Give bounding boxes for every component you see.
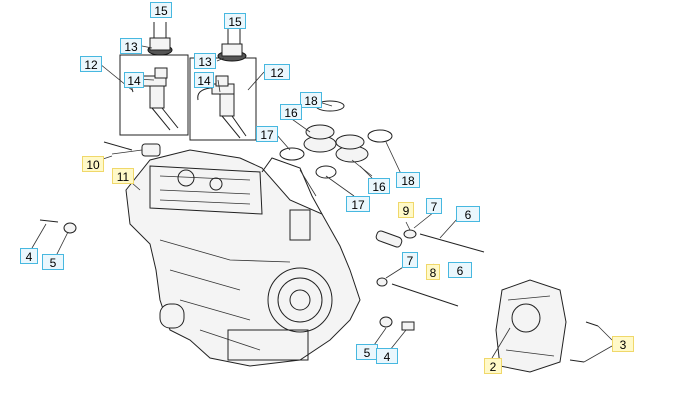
callout-4-bottom[interactable]: 4 (376, 348, 398, 364)
callout-14-left[interactable]: 14 (124, 72, 144, 88)
engine-block (125, 149, 361, 367)
right-coil-assembly (189, 28, 257, 141)
callout-18-bottom[interactable]: 18 (396, 172, 420, 188)
callout-17-bottom[interactable]: 17 (346, 196, 370, 212)
callout-11[interactable]: 11 (112, 168, 134, 184)
callout-16-top[interactable]: 16 (280, 104, 302, 120)
callout-3[interactable]: 3 (612, 336, 634, 352)
cylinder-head-pins (103, 141, 161, 157)
callout-5-left[interactable]: 5 (42, 254, 64, 270)
callout-16-bottom[interactable]: 16 (368, 178, 390, 194)
callout-14-right[interactable]: 14 (194, 72, 214, 88)
callout-13-right[interactable]: 13 (194, 53, 216, 69)
callout-13-left[interactable]: 13 (120, 38, 142, 54)
callout-17-top[interactable]: 17 (256, 126, 278, 142)
callout-5-bottom[interactable]: 5 (356, 344, 378, 360)
callout-4-left[interactable]: 4 (20, 248, 38, 264)
callout-7-bottom[interactable]: 7 (402, 252, 418, 268)
callout-15-right[interactable]: 15 (224, 13, 246, 29)
callout-6-top[interactable]: 6 (456, 206, 480, 222)
callout-18-top[interactable]: 18 (300, 92, 322, 108)
callout-2[interactable]: 2 (484, 358, 502, 374)
mounting-hardware (39, 219, 485, 331)
callout-10[interactable]: 10 (82, 156, 104, 172)
sprocket-cover (495, 279, 613, 373)
callout-7-top[interactable]: 7 (426, 198, 442, 214)
callout-6-bottom[interactable]: 6 (448, 262, 472, 278)
callout-8[interactable]: 8 (426, 264, 440, 280)
callout-9[interactable]: 9 (398, 202, 414, 218)
callout-15-left[interactable]: 15 (150, 2, 172, 18)
callout-12-left[interactable]: 12 (80, 56, 102, 72)
callout-12-right[interactable]: 12 (264, 64, 290, 80)
